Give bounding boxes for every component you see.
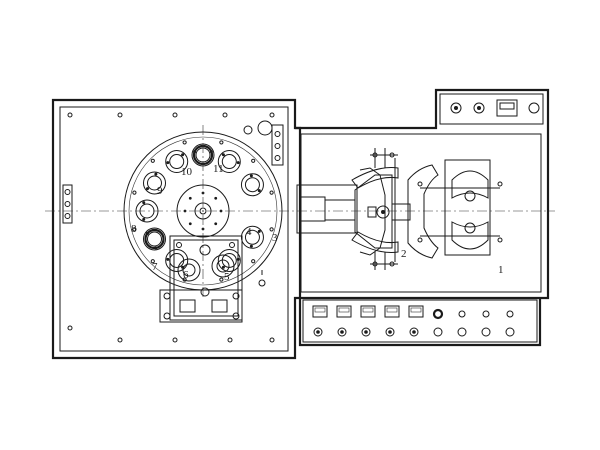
conveyor-frame <box>295 88 550 300</box>
ring-hole <box>219 277 224 282</box>
panel-gauges <box>312 305 424 318</box>
station-1-frame <box>417 159 503 256</box>
turntable-fixture <box>143 171 167 195</box>
station-label-2: 2 <box>401 248 407 260</box>
station-label-1: 1 <box>498 264 504 276</box>
right-top-bracket <box>271 124 284 166</box>
ring-hole <box>182 140 187 145</box>
panel-gauge <box>336 305 352 318</box>
ring-hole <box>269 227 274 232</box>
panel-gauge <box>408 305 424 318</box>
rotary-turntable <box>123 131 283 291</box>
panel-button <box>361 327 371 337</box>
turntable-fixture <box>165 150 189 174</box>
top-control-box <box>439 93 544 125</box>
station-label-8: 8 <box>131 223 137 235</box>
ring-hole <box>132 227 137 232</box>
turntable-fixture <box>143 227 167 251</box>
panel-button <box>385 327 395 337</box>
station-label-5: 5 <box>224 271 230 283</box>
panel-gauge <box>360 305 376 318</box>
turntable-fixture <box>240 173 264 197</box>
panel-button <box>505 310 515 337</box>
hub-bolt <box>214 196 218 200</box>
transfer-arm <box>296 174 411 249</box>
ring-hole <box>219 140 224 145</box>
panel-button <box>481 310 491 337</box>
turntable-stations <box>132 140 274 282</box>
arc-guide-mid <box>407 164 439 259</box>
hub-bolt <box>188 196 192 200</box>
hub-bolt <box>214 222 218 226</box>
ring-hole <box>150 259 155 264</box>
panel-buttons <box>313 308 515 337</box>
ring-hole <box>269 190 274 195</box>
panel-button <box>409 327 419 337</box>
station-label-10: 10 <box>181 166 193 178</box>
panel-button <box>432 308 444 337</box>
panel-button <box>313 327 323 337</box>
turntable-fixture <box>217 150 241 174</box>
bottom-control-panel <box>298 298 542 347</box>
station-label-4: 4 <box>246 226 252 238</box>
station-label-9: 9 <box>157 185 163 197</box>
ring-hole <box>251 259 256 264</box>
main-base-plate <box>51 98 302 360</box>
panel-gauge <box>384 305 400 318</box>
station-label-7: 7 <box>152 261 158 273</box>
hub-bolt <box>188 222 192 226</box>
panel-button <box>457 310 467 337</box>
turntable-fixture <box>240 225 264 249</box>
ring-hole <box>132 190 137 195</box>
base-mounting-holes <box>67 112 275 343</box>
panel-button <box>337 327 347 337</box>
arc-guide-2 <box>351 148 399 270</box>
station-label-11: 11 <box>213 163 224 175</box>
panel-gauge <box>312 305 328 318</box>
left-side-bracket <box>62 184 73 224</box>
lower-feeding-assembly <box>159 235 266 323</box>
ring-hole <box>251 158 256 163</box>
ring-hole <box>150 158 155 163</box>
station-label-3: 3 <box>272 232 278 244</box>
